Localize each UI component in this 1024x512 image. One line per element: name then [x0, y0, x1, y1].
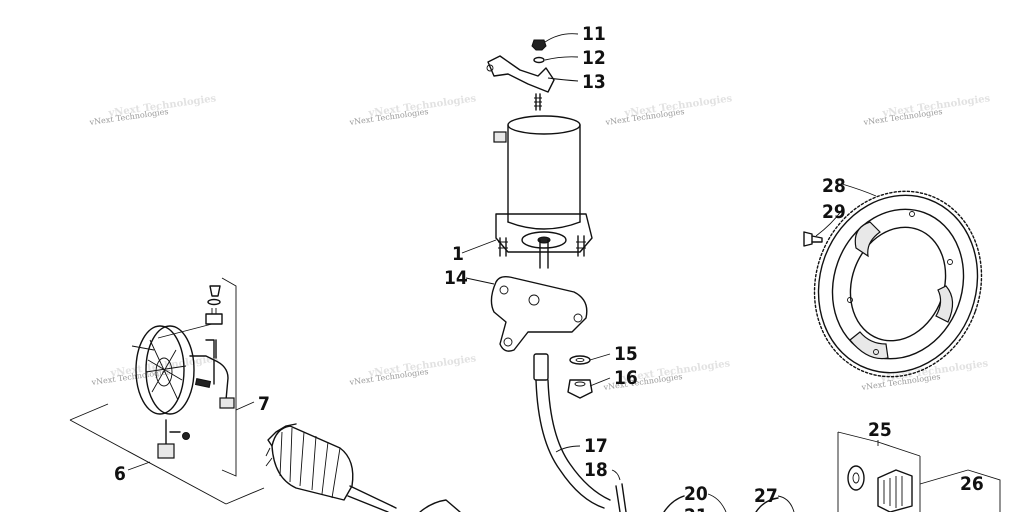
assembly-brackets [69, 277, 265, 505]
callout-17: 17 [584, 435, 608, 457]
watermark-1: vNext Technologies vNext Technologies [88, 93, 217, 127]
watermark-6: vNext Technologies vNext Technologies [348, 353, 477, 387]
washer-15 [569, 355, 591, 365]
callout-6: 6 [114, 463, 126, 485]
callout-13: 13 [582, 71, 606, 93]
leader-lines [127, 33, 879, 512]
bolt-29 [803, 231, 823, 247]
callout-26: 26 [960, 473, 984, 495]
watermark-4: vNext Technologies vNext Technologies [862, 93, 991, 127]
callout-7: 7 [258, 393, 270, 415]
watermark-3: vNext Technologies vNext Technologies [604, 93, 733, 127]
watermark-2: vNext Technologies vNext Technologies [348, 93, 477, 127]
callout-18: 18 [584, 459, 608, 481]
ring-gear [813, 190, 983, 378]
nut-16 [567, 379, 593, 399]
callout-14: 14 [444, 267, 468, 289]
callout-16: 16 [614, 367, 638, 389]
callout-28: 28 [822, 175, 846, 197]
callout-27: 27 [754, 485, 778, 507]
mount-plate-14 [490, 275, 588, 352]
callout-29: 29 [822, 201, 846, 223]
armature [265, 423, 397, 512]
callout-12: 12 [582, 47, 606, 69]
callout-1: 1 [452, 243, 464, 265]
brush-plate-assembly [135, 285, 235, 459]
nut-11 [531, 39, 547, 51]
mounting-bracket [486, 55, 555, 111]
callout-15: 15 [614, 343, 638, 365]
callout-25: 25 [868, 419, 892, 441]
partial-parts-bottom [419, 495, 779, 512]
callout-labels: 11 12 13 1 14 15 16 17 18 20 21 27 28 29… [114, 23, 984, 512]
callout-11: 11 [582, 23, 606, 45]
callout-20: 20 [684, 483, 708, 505]
washer-12 [533, 56, 545, 64]
drive-assembly [837, 431, 1001, 512]
starter-cable [533, 353, 627, 512]
callout-21: 21 [684, 505, 708, 512]
starter-motor [493, 115, 593, 269]
